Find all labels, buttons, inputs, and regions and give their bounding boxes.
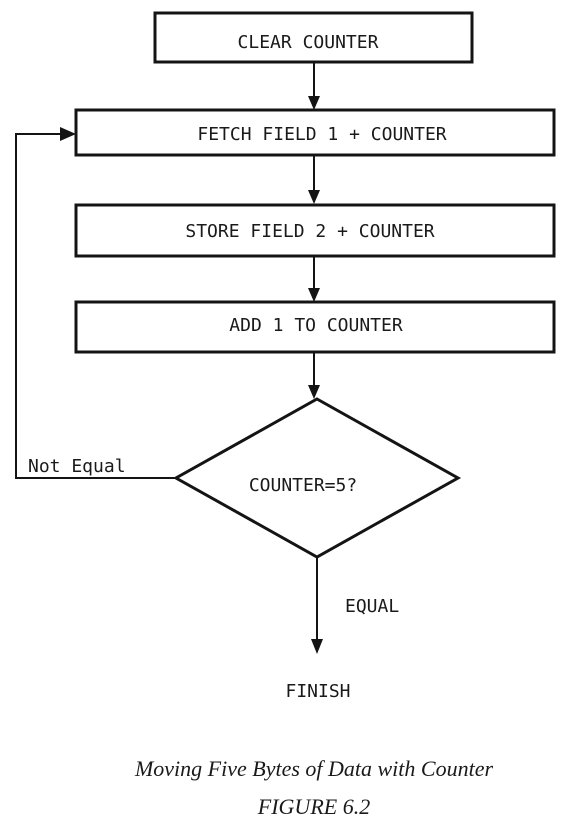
step-box-fetch (74, 108, 556, 157)
loop-back-line (15, 133, 176, 479)
arrowhead-store (308, 190, 320, 204)
arrowhead-loop-back (60, 127, 76, 141)
step-clear-label: CLEAR COUNTER (238, 32, 379, 53)
figure-caption-title: Moving Five Bytes of Data with Counter (134, 756, 494, 781)
arrowhead-decision (308, 385, 320, 399)
loop-label: Not Equal (28, 456, 126, 477)
step-box-store (74, 203, 556, 258)
step-box-clear (153, 11, 474, 64)
decision-label: COUNTER=5? (249, 475, 357, 496)
arrowhead-fetch (308, 96, 320, 110)
step-store-label: STORE FIELD 2 + COUNTER (185, 221, 434, 242)
exit-label: EQUAL (345, 596, 399, 617)
decision-diamond (172, 397, 462, 559)
arrowhead-finish (311, 639, 323, 654)
step-add-label: ADD 1 TO COUNTER (229, 315, 403, 336)
arrowhead-add (308, 288, 320, 302)
step-box-add (74, 300, 556, 354)
step-fetch-label: FETCH FIELD 1 + COUNTER (197, 124, 446, 145)
figure-caption-number: FIGURE 6.2 (257, 794, 371, 819)
end-label: FINISH (285, 681, 350, 702)
